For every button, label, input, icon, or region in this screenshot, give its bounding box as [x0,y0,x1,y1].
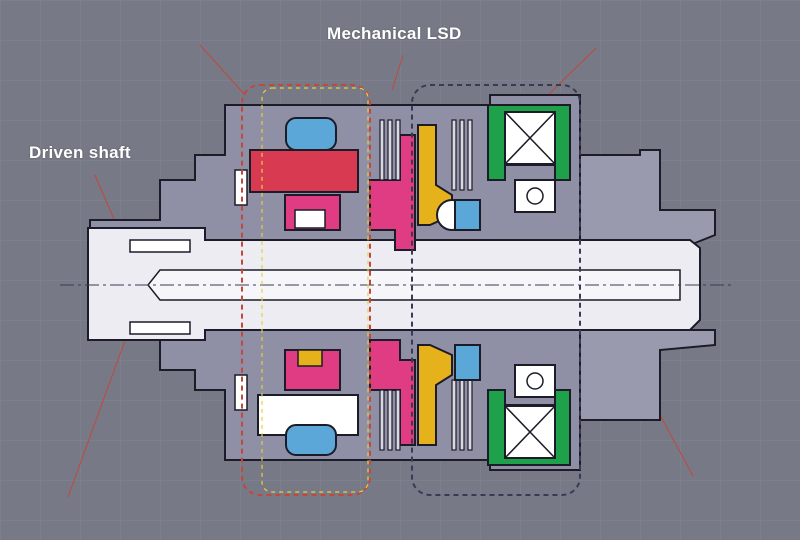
bearing-upper-left [285,117,337,151]
plate [379,119,385,181]
plate [467,379,473,451]
clutch-region [411,84,581,496]
plate [467,119,473,191]
plate [395,389,401,451]
shaft-bushings [129,239,191,335]
plate [451,379,457,451]
plate [387,389,393,451]
leader-line-bottom-left [67,334,128,498]
bearing-ball-lower [526,372,544,390]
ring-gear-upper [249,149,359,193]
clutch-plates-lower [379,379,473,451]
cam-ring-lower [454,344,481,381]
mechanical-lsd-region [241,84,371,496]
bearing-lower-right [514,364,556,398]
pressure-plate-lower [417,344,453,446]
plate [387,119,393,181]
leader-line-top-left [199,44,246,96]
cam-ring-upper [454,199,481,231]
coil-cross-upper [504,111,556,165]
plate [451,119,457,191]
bolt-lower [234,374,248,411]
bearing-ball-upper [526,187,544,205]
pinion-upper [294,209,326,229]
bushing-bottom [129,321,191,335]
bearing-upper-right [514,179,556,213]
plate [379,389,385,451]
pinion-lower [297,349,323,367]
bushing-top [129,239,191,253]
plate [459,379,465,451]
bearing-lower-left [285,424,337,456]
mechanical-lsd-label: Mechanical LSD [327,24,462,43]
leader-line-top-center [391,54,404,91]
region-outlines [241,84,581,496]
clutch-plates-upper [379,119,473,191]
inner-region [261,87,369,493]
plate [395,119,401,181]
driven-shaft-label: Driven shaft [29,143,131,162]
coil-cross-lower [504,405,556,459]
leader-line-top-right [547,47,597,96]
plate [459,119,465,191]
